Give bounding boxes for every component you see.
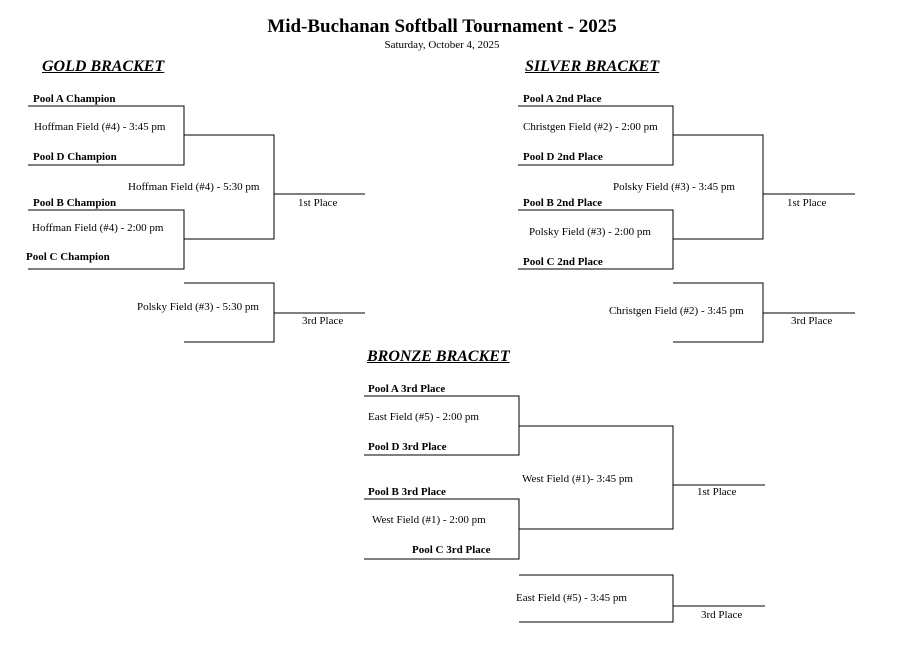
gold-team-pool-b: Pool B Champion: [33, 197, 117, 209]
bronze-final-game-label: West Field (#1)- 3:45 pm: [522, 473, 633, 485]
bronze-third-game-label: East Field (#5) - 3:45 pm: [516, 592, 627, 604]
gold-first-place-label: 1st Place: [298, 197, 338, 209]
gold-game2-label: Hoffman Field (#4) - 2:00 pm: [32, 222, 164, 234]
silver-team-pool-c: Pool C 2nd Place: [523, 256, 603, 268]
bronze-team-pool-d: Pool D 3rd Place: [368, 441, 447, 453]
bronze-third-line: [519, 574, 674, 623]
bronze-game1-label: East Field (#5) - 2:00 pm: [368, 411, 479, 423]
silver-game1-label: Christgen Field (#2) - 2:00 pm: [523, 121, 658, 133]
bronze-team-pool-a: Pool A 3rd Place: [368, 383, 446, 395]
silver-team-pool-a: Pool A 2nd Place: [523, 93, 602, 105]
silver-team-pool-b: Pool B 2nd Place: [523, 197, 603, 209]
silver-final-line: [673, 134, 764, 240]
bronze-team-pool-c: Pool C 3rd Place: [412, 544, 491, 556]
bronze-bracket-heading: BRONZE BRACKET: [367, 348, 510, 365]
gold-bracket-lines: [28, 105, 365, 343]
bronze-first-place-label: 1st Place: [697, 486, 737, 498]
bronze-final-line: [519, 425, 674, 530]
page-subtitle: Saturday, October 4, 2025: [384, 39, 500, 51]
gold-third-game-label: Polsky Field (#3) - 5:30 pm: [137, 301, 259, 313]
gold-team-pool-d: Pool D Champion: [33, 151, 117, 163]
gold-bracket-heading: GOLD BRACKET: [42, 58, 165, 75]
silver-final-game-label: Polsky Field (#3) - 3:45 pm: [613, 181, 735, 193]
silver-first-place-label: 1st Place: [787, 197, 827, 209]
gold-game1-label: Hoffman Field (#4) - 3:45 pm: [34, 121, 166, 133]
page-title: Mid-Buchanan Softball Tournament - 2025: [267, 16, 617, 37]
gold-third-place-label: 3rd Place: [302, 315, 344, 327]
silver-bracket-lines: [518, 105, 855, 343]
silver-bracket-heading: SILVER BRACKET: [525, 58, 660, 75]
silver-team-pool-d: Pool D 2nd Place: [523, 151, 603, 163]
gold-final-game-label: Hoffman Field (#4) - 5:30 pm: [128, 181, 260, 193]
bronze-team-pool-b: Pool B 3rd Place: [368, 486, 446, 498]
gold-team-pool-c: Pool C Champion: [26, 251, 110, 263]
gold-final-line: [184, 134, 275, 240]
bronze-third-place-label: 3rd Place: [701, 609, 743, 621]
bronze-bracket-lines: [364, 395, 765, 623]
bronze-game2-label: West Field (#1) - 2:00 pm: [372, 514, 486, 526]
gold-team-pool-a: Pool A Champion: [33, 93, 116, 105]
silver-third-place-label: 3rd Place: [791, 315, 833, 327]
silver-third-game-label: Christgen Field (#2) - 3:45 pm: [609, 305, 744, 317]
silver-game2-label: Polsky Field (#3) - 2:00 pm: [529, 226, 651, 238]
